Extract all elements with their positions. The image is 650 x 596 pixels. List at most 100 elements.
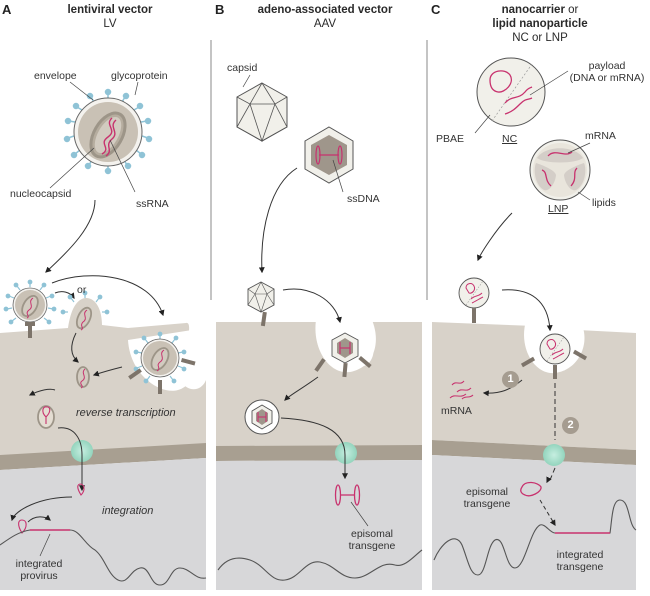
nanocarrier-nc [476,57,546,127]
episomal-transgene-c [520,481,542,497]
label-lnp: LNP [548,203,569,215]
leader-nucleocapsid [49,147,95,189]
rt-capsid [37,405,55,429]
leader-episomal-b [350,501,369,527]
aav-capsid-large [236,82,288,142]
leader-envelope [69,81,94,101]
label-integrated-transgene: integrated transgene [550,549,610,573]
title-c-plain-1: or [564,4,579,16]
leader-ssrna [109,139,136,193]
leader-capsid [242,74,251,88]
dna-loop [77,483,85,496]
label-nc: NC [502,133,518,145]
label-lipids: lipids [592,197,616,209]
label-mrna-cytoplasm: mRNA [441,405,472,417]
label-reverse-transcription: reverse transcription [76,407,176,419]
nuclear-pore-b [335,442,357,464]
arrow-endocytosis-c [501,289,553,332]
leader-lipids [577,191,591,201]
panel-a-cell [0,297,206,590]
label-payload: payload (DNA or mRNA) [565,60,649,84]
nuclear-membrane-c [432,440,636,465]
label-mrna-lnp: mRNA [585,130,616,142]
leader-payload [529,70,569,96]
arrow-attach-a [45,199,96,273]
nucleus-c [432,455,636,590]
label-glycoprotein: glycoprotein [111,70,168,82]
title-c-bold-2: lipid nanoparticle [492,18,588,30]
arrow-integration-b [27,514,51,523]
ssrna-strand [101,117,113,155]
label-episomal-transgene-c: episomal transgene [458,486,516,510]
arrow-or [54,291,75,299]
arrow-integrate-c [539,499,556,527]
receptor [472,308,476,323]
panel-letter-c: C [431,2,441,17]
label-pbae: PBAE [436,133,465,145]
title-c-abbr: NC or LNP [512,32,568,44]
episomal-transgene-b [334,484,361,506]
arrow-step1 [482,379,523,397]
label-envelope: envelope [34,70,77,82]
title-a-bold: lentiviral vector [67,4,153,16]
label-capsid: capsid [227,62,258,74]
label-ssdna: ssDNA [347,193,380,205]
title-b-bold: adeno-associated vector [257,4,393,16]
panel-title-b: adeno-associated vector AAV [240,3,410,31]
leader-pbae [474,114,491,134]
arrow-attach-b [258,167,298,274]
label-integrated-provirus: integrated provirus [12,558,66,582]
title-a-abbr: LV [103,18,117,30]
aav-capsid-section [304,126,354,184]
step-badge-1: 1 [502,371,519,388]
label-ssrna: ssRNA [136,198,169,210]
receptors-pit-a [128,357,196,394]
dna-loop-integrating [18,519,27,534]
arrow-uncoat-a [71,332,79,363]
lipid-nanoparticle-lnp [529,139,591,201]
cytoplasm-c [432,322,636,450]
panel-letter-a: A [2,2,12,17]
label-or: or [77,284,87,296]
step-badge-2: 2 [562,417,579,434]
nuclear-membrane-b [216,445,422,461]
receptor [260,311,267,327]
nucleus-b [216,460,422,590]
label-episomal-transgene-b: episomal transgene [344,528,400,552]
receptor [28,322,32,338]
arrow-from-endosome-a [92,366,123,377]
arrow-endocytosis-a [51,275,165,317]
glycoproteins [63,88,153,175]
arrow-endocytosis-b [282,288,342,324]
label-integrated-c-1: integrated [556,549,604,561]
label-integration: integration [102,505,154,517]
nuclear-pore-c [543,444,565,466]
nuclear-membrane-a [0,443,206,470]
cytoplasm-capsid-a [76,366,90,389]
arrow-integration-a [10,496,73,522]
aav-endosome [331,332,359,364]
label-episomal-c-1: episomal [465,486,509,498]
fusion-bud-capsid [60,290,110,331]
label-episomal-b-1: episomal [350,528,394,540]
title-c-bold-1: nanocarrier [501,4,565,16]
arrow-cytoplasm-b [284,376,319,401]
arrow-to-nucleus-b [280,417,348,480]
arrow-to-nucleus-a [57,427,85,492]
panel-title-a: lentiviral vector LV [40,3,180,31]
label-episomal-c-2: transgene [463,498,511,510]
arrow-rt-a [28,388,56,396]
receptors-pit-c [520,349,588,379]
leader-glycoprotein [134,81,139,96]
capsid-core [94,116,122,154]
receptor-head [25,322,35,326]
arrow-step2-head [546,476,552,484]
label-integrated-provirus-1: integrated [15,558,63,570]
label-episomal-b-2: transgene [348,540,396,552]
leader-provirus [39,533,51,557]
label-nucleocapsid: nucleocapsid [10,188,72,200]
chromosome-a [0,529,207,586]
lv-virion-large [63,88,153,175]
